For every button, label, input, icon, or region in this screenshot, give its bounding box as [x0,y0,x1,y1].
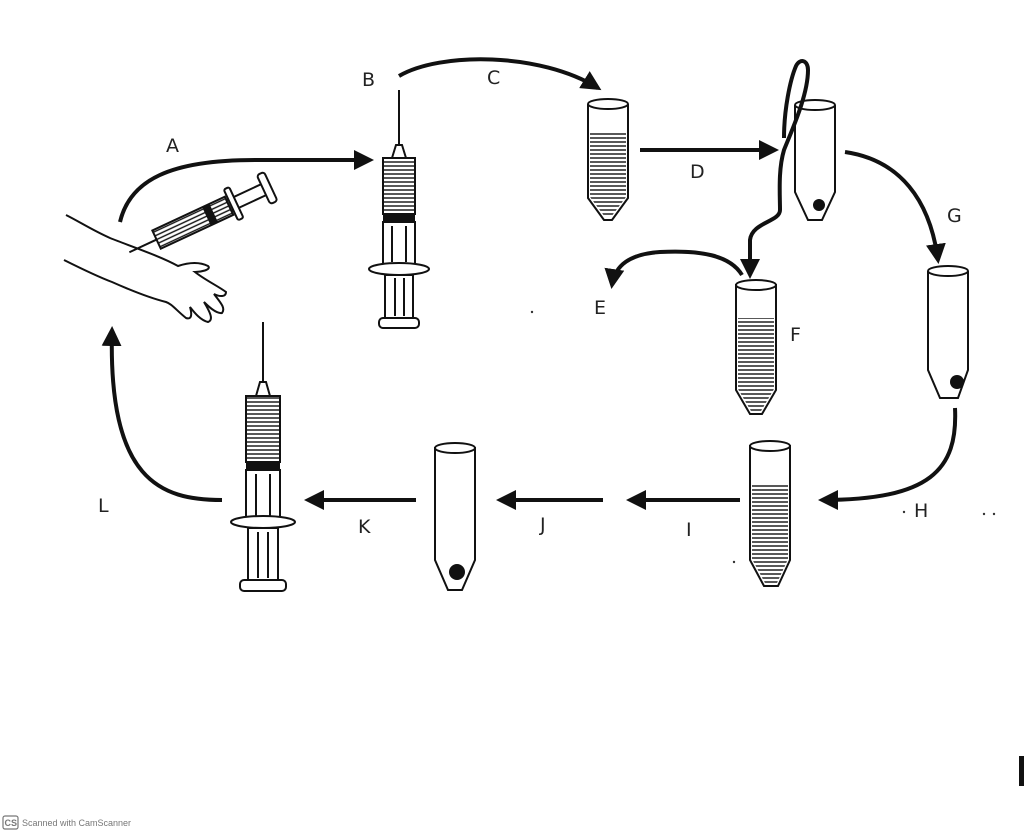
arm-with-syringe [63,171,278,324]
tube-filled-i [749,440,791,587]
arrow-e [604,249,744,289]
label-a: A [166,135,179,157]
arrows [101,57,958,510]
label-c: C [487,67,500,89]
watermark-logo: CS [5,818,18,828]
label-f: F [790,324,801,346]
scan-specks [530,310,1024,786]
arrow-tube-to-f [740,59,811,279]
label-l: L [98,495,109,517]
arrow-a [118,150,374,223]
step-labels: A B C D E F G H I J K L [98,67,962,541]
label-d: D [690,161,705,183]
arrow-l [101,326,223,502]
tube-pellet-bottom [434,442,476,591]
tube-pellet-g [927,265,969,399]
syringe-b [368,90,430,329]
watermark-text: Scanned with CamScanner [22,818,131,828]
label-k: K [358,516,371,538]
label-j: J [539,514,546,536]
tube-filled-c [587,98,629,221]
arrow-h [818,407,958,510]
scanner-watermark: CS Scanned with CamScanner [2,815,131,830]
arrow-g [844,150,946,264]
label-b: B [362,69,375,91]
syringe-l [230,322,296,592]
label-e: E [594,297,606,319]
arrow-c [397,57,602,91]
label-i: I [686,519,692,541]
tube-pellet-top [794,99,836,221]
label-h: H [914,500,928,522]
label-g: G [947,205,962,227]
tube-filled-f [735,279,777,415]
